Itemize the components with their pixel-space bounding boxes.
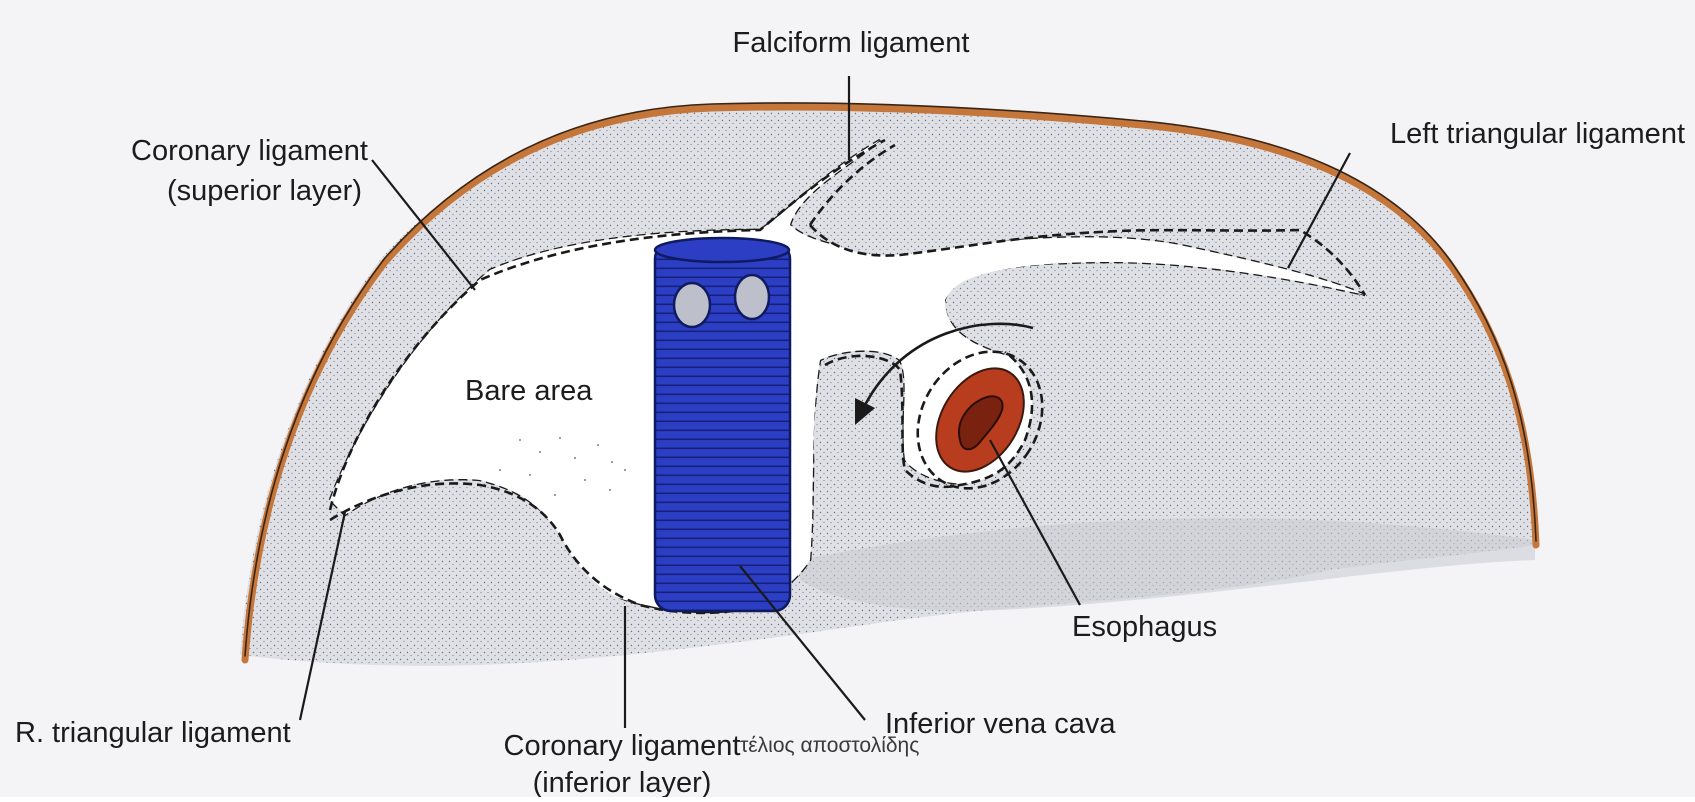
hepatic-vein-opening-right (735, 275, 769, 319)
ivc-top (655, 238, 789, 262)
hepatic-vein-opening-left (674, 283, 710, 327)
label-ivc: Inferior vena cava (885, 708, 1116, 740)
label-coronary-inferior-line2: (inferior layer) (533, 767, 712, 797)
label-r-triangular: R. triangular ligament (15, 717, 291, 749)
label-left-triangular: Left triangular ligament (1390, 118, 1685, 150)
label-coronary-superior-line2: (superior layer) (167, 175, 362, 207)
label-esophagus: Esophagus (1072, 611, 1217, 643)
label-coronary-superior-line1: Coronary ligament (131, 135, 368, 167)
label-falciform: Falciform ligament (733, 27, 970, 59)
label-bare-area: Bare area (465, 375, 593, 407)
label-coronary-inferior-line1: Coronary ligament (504, 730, 741, 762)
watermark-text: τέλιος αποστολίδης (740, 734, 919, 757)
